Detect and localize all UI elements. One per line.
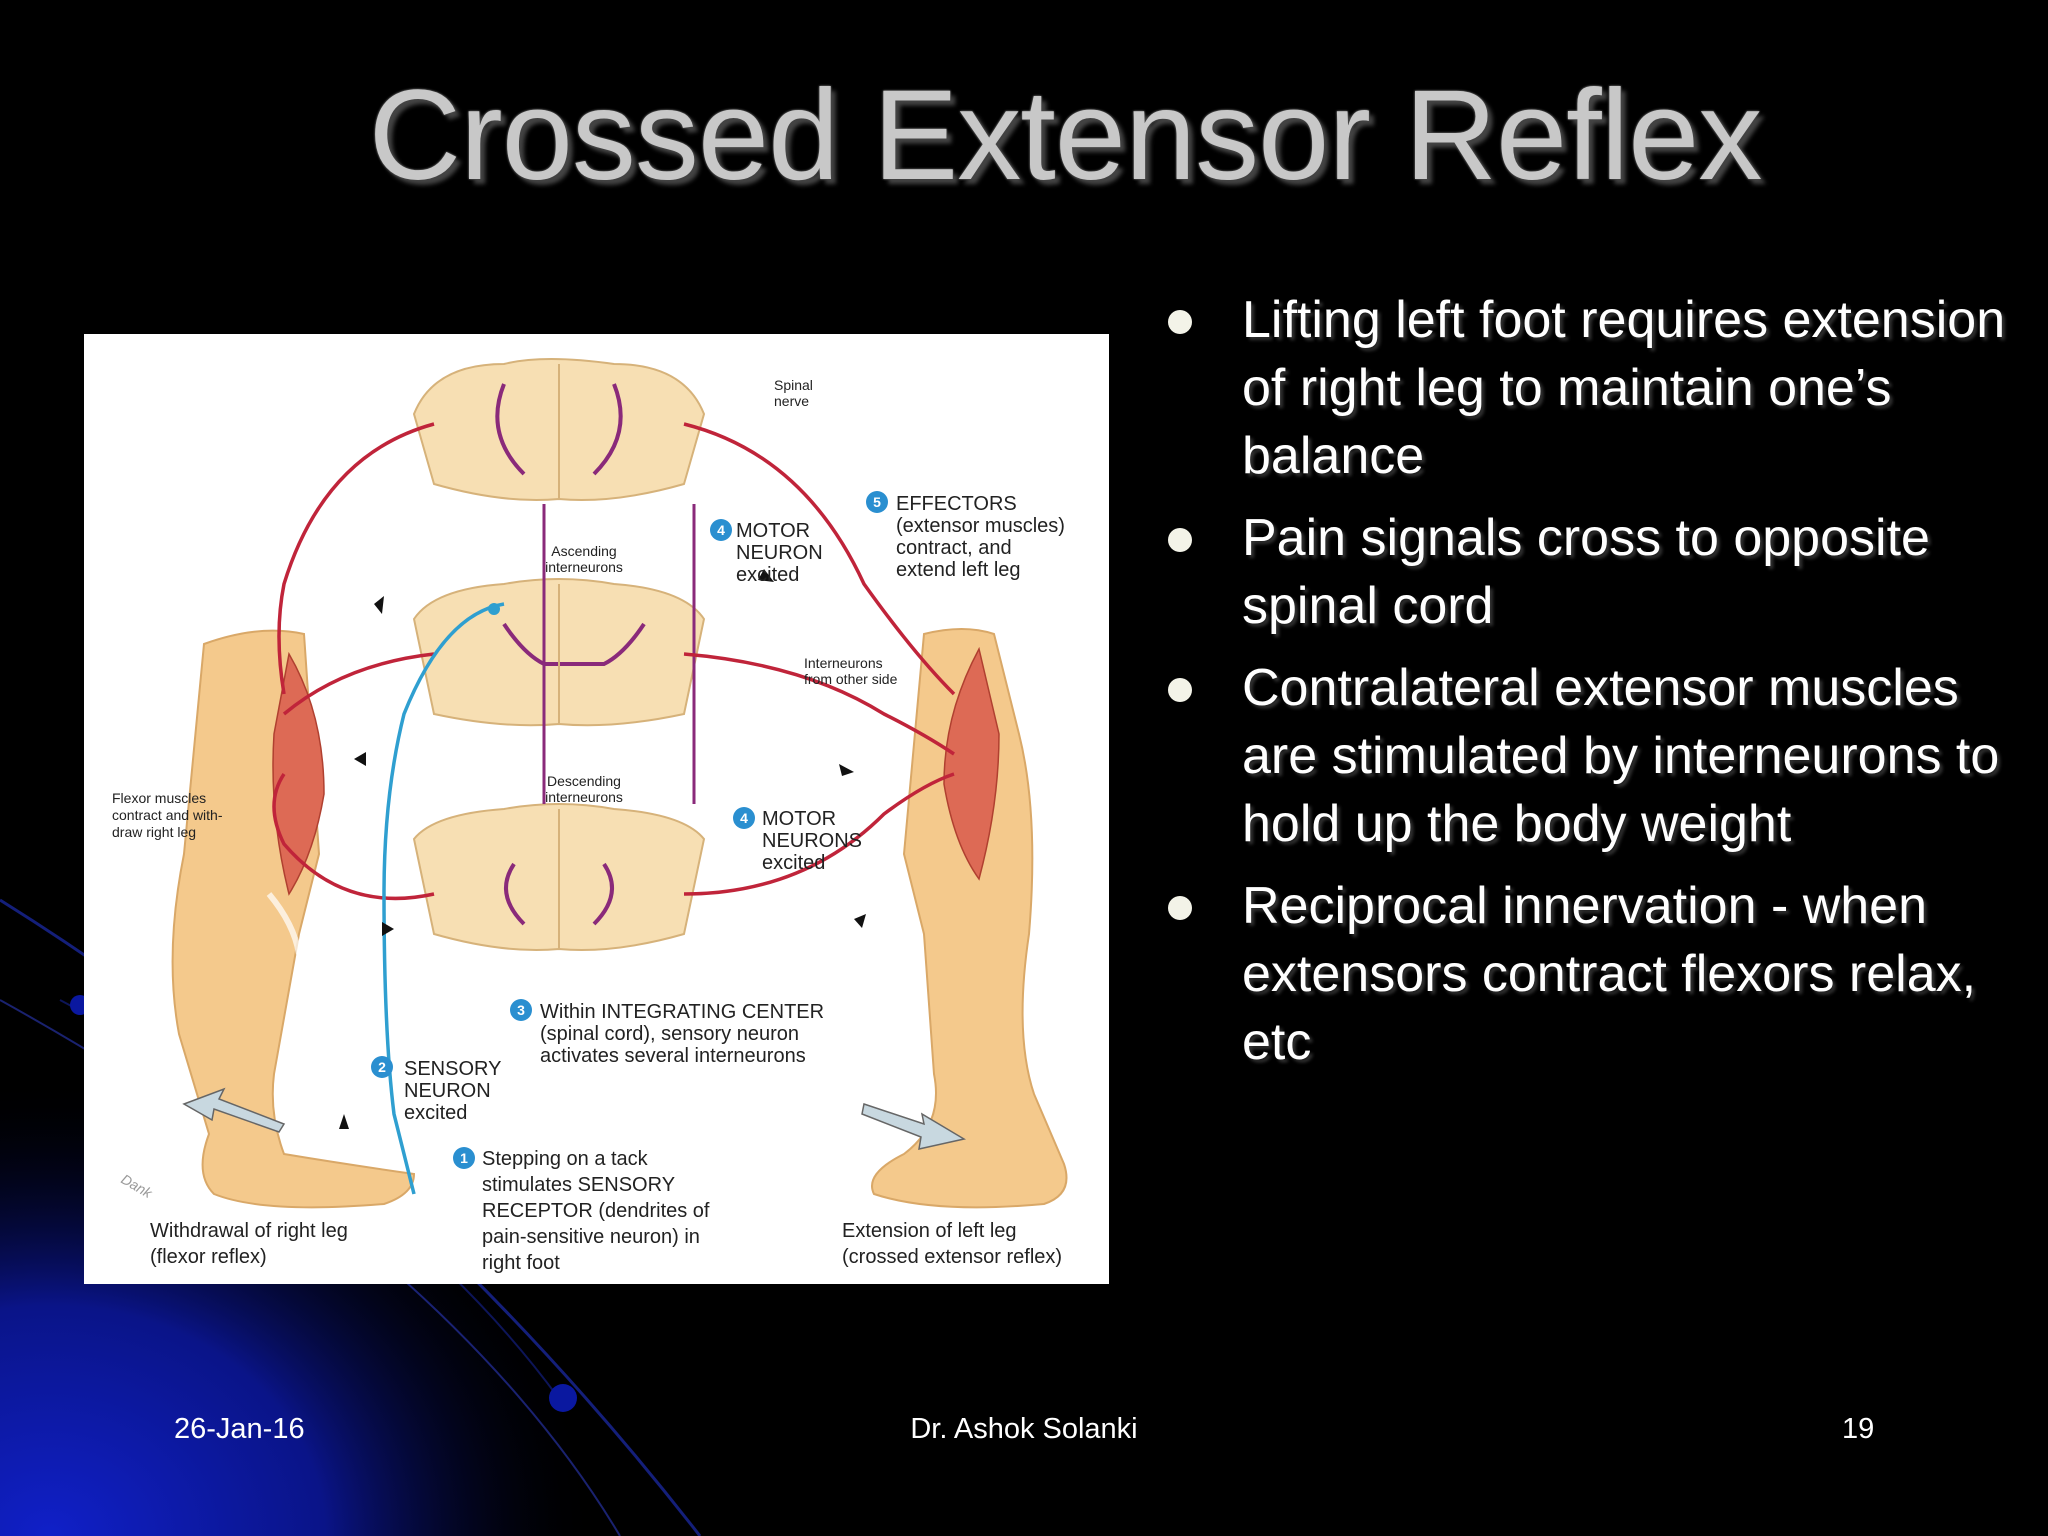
- badge-3: 3: [517, 1002, 525, 1018]
- spinal-cord-top: [412, 358, 706, 501]
- motor-mid-2: NEURONS: [762, 830, 862, 852]
- badge-4a: 4: [717, 522, 725, 538]
- stepping-2: stimulates SENSORY: [482, 1174, 675, 1196]
- bullet-list: Lifting left foot requires extension of …: [1160, 286, 2040, 1090]
- integrating-1: Within INTEGRATING CENTER: [540, 1001, 824, 1023]
- left-leg-illustration: [871, 628, 1068, 1209]
- integrating-3: activates several interneurons: [540, 1045, 806, 1067]
- right-leg-illustration: [171, 629, 416, 1209]
- spinal-cord-bottom: [412, 803, 706, 951]
- integrating-2: (spinal cord), sensory neuron: [540, 1023, 799, 1045]
- label-spinal-nerve-2: nerve: [774, 393, 809, 409]
- label-interneurons-other-side: Interneurons from other side: [804, 655, 898, 687]
- label-integrating-center: 3 Within INTEGRATING CENTER (spinal cord…: [510, 999, 824, 1067]
- bullet-item: Pain signals cross to opposite spinal co…: [1160, 504, 2040, 640]
- bullet-item: Lifting left foot requires extension of …: [1160, 286, 2040, 490]
- footer-author: Dr. Ashok Solanki: [910, 1413, 1138, 1445]
- artist-signature: Dank: [119, 1171, 156, 1202]
- sensory-cell-body: [488, 603, 500, 615]
- slide-title: Crossed Extensor Reflex: [368, 64, 1763, 207]
- bullet-dot-icon: [1168, 678, 1192, 702]
- effectors-4: extend left leg: [896, 559, 1021, 581]
- extension-2: (crossed extensor reflex): [842, 1246, 1062, 1268]
- flexor-2: contract and with-: [112, 807, 223, 823]
- label-ascending: Ascending interneurons: [545, 543, 623, 575]
- sensory-1: SENSORY: [404, 1058, 501, 1080]
- stepping-4: pain-sensitive neuron) in: [482, 1226, 700, 1248]
- flexor-1: Flexor muscles: [112, 790, 206, 806]
- bullet-text: Contralateral extensor muscles are stimu…: [1242, 659, 2000, 853]
- footer-date: 26-Jan-16: [174, 1413, 305, 1445]
- effectors-2: (extensor muscles): [896, 515, 1065, 537]
- label-effectors: 5 EFFECTORS (extensor muscles) contract,…: [866, 491, 1065, 581]
- badge-4b: 4: [740, 810, 748, 826]
- label-interneurons-1: Interneurons: [804, 655, 883, 671]
- sensory-neuron-path: [382, 602, 505, 1195]
- reflex-diagram-svg: Spinal nerve Ascending interneurons Desc…: [112, 358, 1068, 1274]
- label-spinal-nerve-1: Spinal: [774, 377, 813, 393]
- badge-5: 5: [873, 494, 881, 510]
- bullet-dot-icon: [1168, 896, 1192, 920]
- spinal-cord-middle: [412, 578, 706, 727]
- stepping-3: RECEPTOR (dendrites of: [482, 1200, 710, 1222]
- label-descending-1: Descending: [547, 773, 621, 789]
- label-ascending-2: interneurons: [545, 559, 623, 575]
- motor-top-3: excited: [736, 564, 799, 586]
- motor-neuron-paths: [272, 422, 956, 901]
- withdrawal-2: (flexor reflex): [150, 1246, 267, 1268]
- footer-page-number: 19: [1842, 1413, 1875, 1445]
- bullet-item: Reciprocal innervation - when extensors …: [1160, 872, 2040, 1076]
- effectors-1: EFFECTORS: [896, 493, 1017, 515]
- label-motor-neurons-mid: 4 MOTOR NEURONS excited: [733, 807, 862, 874]
- bullet-text: Pain signals cross to opposite spinal co…: [1242, 509, 1930, 635]
- extension-1: Extension of left leg: [842, 1220, 1017, 1242]
- withdrawal-1: Withdrawal of right leg: [150, 1220, 348, 1242]
- flexor-3: draw right leg: [112, 824, 196, 840]
- label-motor-neuron-top: 4 MOTOR NEURON excited: [710, 519, 823, 586]
- motor-top-1: MOTOR: [736, 520, 810, 542]
- stepping-5: right foot: [482, 1252, 560, 1274]
- direction-arrows: [339, 569, 866, 1129]
- bullet-dot-icon: [1168, 310, 1192, 334]
- effectors-3: contract, and: [896, 537, 1012, 559]
- label-interneurons-2: from other side: [804, 671, 898, 687]
- bullet-item: Contralateral extensor muscles are stimu…: [1160, 654, 2040, 858]
- label-descending: Descending interneurons: [545, 773, 623, 805]
- sensory-2: NEURON: [404, 1080, 491, 1102]
- label-stepping: 1 Stepping on a tack stimulates SENSORY …: [453, 1147, 710, 1274]
- label-sensory-neuron: 2 SENSORY NEURON excited: [371, 1056, 501, 1124]
- label-withdrawal: Withdrawal of right leg (flexor reflex): [150, 1220, 348, 1268]
- bullet-text: Reciprocal innervation - when extensors …: [1242, 877, 1977, 1071]
- badge-1: 1: [460, 1150, 468, 1166]
- label-flexor-muscles: Flexor muscles contract and with- draw r…: [112, 790, 223, 840]
- label-ascending-1: Ascending: [551, 543, 616, 559]
- motor-mid-3: excited: [762, 852, 825, 874]
- sensory-3: excited: [404, 1102, 467, 1124]
- motor-top-2: NEURON: [736, 542, 823, 564]
- reflex-diagram: Spinal nerve Ascending interneurons Desc…: [84, 334, 1109, 1284]
- movement-arrows: [182, 1087, 967, 1150]
- stepping-1: Stepping on a tack: [482, 1148, 649, 1170]
- badge-2: 2: [378, 1059, 386, 1075]
- label-extension: Extension of left leg (crossed extensor …: [842, 1220, 1062, 1268]
- label-descending-2: interneurons: [545, 789, 623, 805]
- motor-mid-1: MOTOR: [762, 808, 836, 830]
- bullet-dot-icon: [1168, 528, 1192, 552]
- label-spinal-nerve: Spinal nerve: [774, 377, 813, 409]
- bullet-text: Lifting left foot requires extension of …: [1242, 291, 2006, 485]
